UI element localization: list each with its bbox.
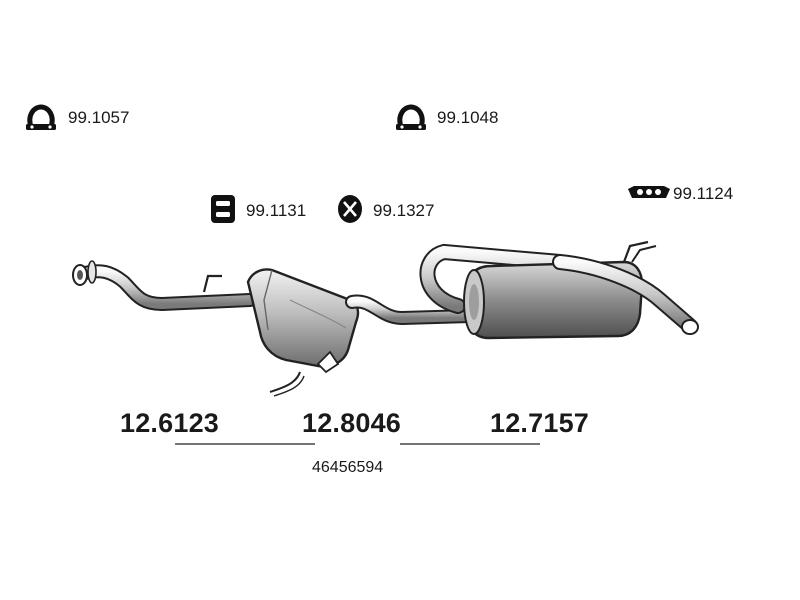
clamp-icon — [26, 104, 56, 130]
rubber-ring-icon — [338, 195, 362, 223]
rubber-hanger-icon — [211, 195, 235, 223]
part-code-middle-silencer: 12.8046 — [302, 408, 401, 438]
rear-silencer — [419, 240, 699, 340]
set-number: 46456594 — [312, 459, 384, 476]
accessory-code-ring: 99.1327 — [373, 201, 435, 220]
clamp-icon — [396, 104, 426, 130]
intermediate-pipe — [345, 294, 477, 326]
front-pipe — [72, 260, 257, 312]
middle-silencer — [246, 268, 360, 397]
accessory-code-hanger: 99.1131 — [246, 201, 307, 220]
part-code-rear-silencer: 12.7157 — [490, 408, 589, 438]
accessory-code-clamp-2: 99.1048 — [437, 108, 499, 127]
mounting-strap-icon — [628, 186, 670, 198]
part-code-front-pipe: 12.6123 — [120, 408, 219, 438]
accessory-code-clamp-1: 99.1057 — [68, 108, 130, 127]
accessory-code-strap: 99.1124 — [673, 184, 734, 203]
